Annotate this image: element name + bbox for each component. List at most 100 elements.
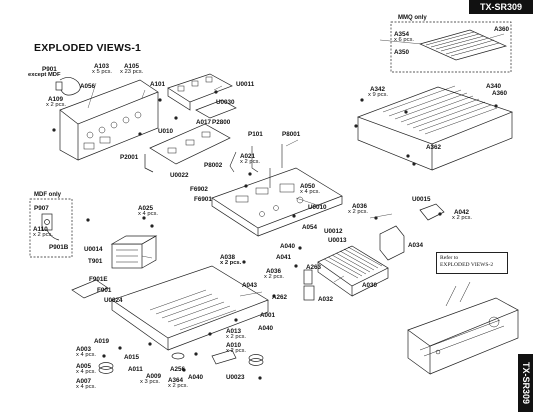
- label-a036-lower: A036: [266, 268, 282, 275]
- label-a364: A364: [168, 377, 184, 384]
- label-a040-bottom: A040: [188, 374, 204, 381]
- label-a005: A005: [76, 363, 92, 370]
- board-u0023: [211, 349, 237, 365]
- label-p2001: P2001: [120, 154, 139, 161]
- label-a360-top: A360: [494, 26, 510, 33]
- label-a017: A017: [196, 119, 212, 126]
- label-u0012: U0012: [324, 228, 343, 235]
- label-a350: A350: [394, 49, 410, 56]
- transformer-t901: [110, 235, 158, 269]
- label-a042: A042: [454, 209, 470, 216]
- label-a019: A019: [94, 338, 110, 345]
- mdf-only-box: [29, 198, 73, 258]
- qty-a042: x 2 pcs.: [452, 215, 472, 221]
- label-a043: A043: [242, 282, 258, 289]
- front-panel: [407, 281, 519, 375]
- label-a056: A056: [80, 83, 96, 90]
- label-u010: U010: [158, 128, 174, 135]
- reference-box: Refer to EXPLODED VIEWS-2: [436, 252, 508, 274]
- label-a010: A010: [226, 342, 242, 349]
- label-a040-mid: A040: [280, 243, 296, 250]
- label-f6902: F6902: [190, 186, 208, 193]
- qty-a050: x 4 pcs.: [300, 189, 320, 195]
- mmq-only-box: [390, 21, 512, 73]
- label-a030: A030: [362, 282, 378, 289]
- cables-upper: [229, 144, 283, 188]
- qty-a036-lower: x 2 pcs.: [264, 274, 284, 280]
- qty-a021: x 2 pcs.: [240, 159, 260, 165]
- label-a032: A032: [318, 296, 334, 303]
- screws: [52, 90, 498, 380]
- label-u0022: U0022: [170, 172, 189, 179]
- board-u0015: [419, 203, 445, 221]
- qty-a342: x 9 pcs.: [368, 92, 388, 98]
- top-cover: [356, 85, 514, 171]
- label-a003: A003: [76, 346, 92, 353]
- label-a362: A362: [426, 144, 442, 151]
- label-a360-mid: A360: [492, 90, 508, 97]
- label-a103: A103: [94, 63, 110, 70]
- label-a105: A105: [124, 63, 140, 70]
- label-p907: P907: [34, 205, 49, 212]
- label-u0011: U0011: [236, 81, 255, 88]
- qty-a025: x 4 pcs.: [138, 211, 158, 217]
- label-u0013: U0013: [328, 237, 347, 244]
- label-a038: A038: [220, 254, 236, 261]
- qty-a103: x 5 pcs.: [92, 69, 112, 75]
- label-f6901: F6901: [194, 196, 212, 203]
- bracket-a034: [379, 225, 405, 261]
- label-a041: A041: [276, 254, 292, 261]
- label-a015: A015: [124, 354, 140, 361]
- label-a021: A021: [240, 153, 256, 160]
- label-a025: A025: [138, 205, 154, 212]
- qty-a005: x 4 pcs.: [76, 369, 96, 375]
- label-p8002: P8002: [204, 162, 223, 169]
- board-u0011: [167, 73, 233, 111]
- label-u0023: U0023: [226, 374, 245, 381]
- label-p8001: P8001: [282, 131, 301, 138]
- label-except-mdf: except MDF: [28, 72, 61, 78]
- label-a036-upper: A036: [352, 203, 368, 210]
- label-a034: A034: [408, 242, 424, 249]
- qty-a364: x 2 pcs.: [168, 383, 188, 389]
- qty-a109: x 2 pcs.: [46, 102, 66, 108]
- label-a009: A009: [146, 373, 162, 380]
- label-u0010: U0010: [308, 204, 327, 211]
- power-cord: [55, 77, 81, 96]
- label-a013: A013: [226, 328, 242, 335]
- label-p101: P101: [248, 131, 263, 138]
- label-a007: A007: [76, 378, 92, 385]
- label-a256: A256: [170, 366, 186, 373]
- page-title: EXPLODED VIEWS-1: [34, 42, 142, 54]
- mmq-only-note: MMQ only: [398, 15, 427, 21]
- heatsink-a030: [317, 245, 389, 297]
- label-a354: A354: [394, 31, 410, 38]
- part-a263: [303, 269, 313, 285]
- label-u0030: U0030: [216, 99, 235, 106]
- label-a109: A109: [48, 96, 64, 103]
- rear-panel: [59, 79, 159, 161]
- model-badge-side: TX-SR309: [518, 354, 533, 412]
- qty-a110: x 2 pcs.: [33, 232, 53, 238]
- label-a040-lower: A040: [258, 325, 274, 332]
- label-t901: T901: [88, 258, 103, 265]
- part-a032: [303, 285, 315, 301]
- label-a054: A054: [302, 224, 318, 231]
- qty-a007: x 4 pcs.: [76, 384, 96, 390]
- reference-line-1: Refer to: [440, 255, 459, 261]
- label-a262: A262: [272, 294, 288, 301]
- label-u0014: U0014: [84, 246, 103, 253]
- feet: [98, 352, 264, 374]
- qty-a038: x 2 pcs.: [220, 260, 242, 266]
- qty-a009: x 3 pcs.: [140, 379, 160, 385]
- qty-a036-upper: x 2 pcs.: [348, 209, 368, 215]
- qty-a354: x 6 pcs.: [394, 37, 414, 43]
- cable-p2001: [144, 154, 154, 173]
- chassis-a001: [111, 265, 269, 351]
- qty-a013: x 2 pcs.: [226, 334, 246, 340]
- qty-a010: x 2 pcs.: [226, 348, 246, 354]
- label-a110: A110: [33, 226, 48, 233]
- label-f901: F901: [97, 287, 112, 294]
